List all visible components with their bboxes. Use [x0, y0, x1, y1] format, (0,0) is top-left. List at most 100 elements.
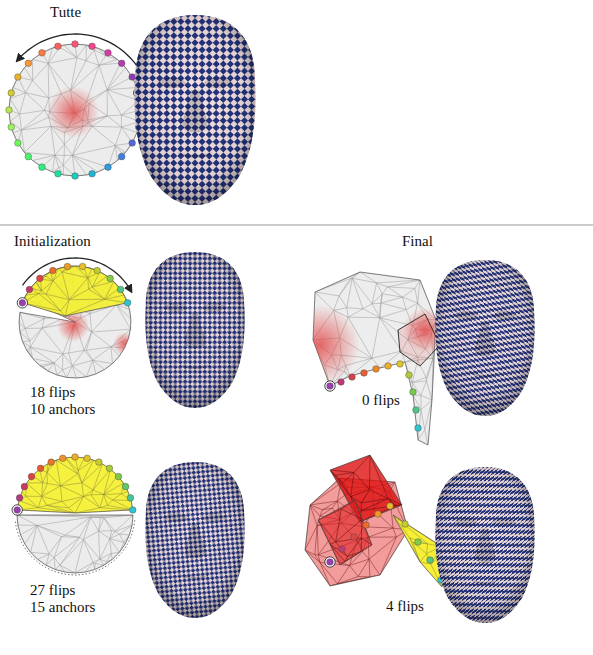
- nose-shadow: [475, 322, 495, 357]
- flip-count: 4 flips: [386, 598, 424, 615]
- boundary-vertex: [79, 263, 86, 270]
- mesh-face: [19, 266, 131, 378]
- boundary-vertex: [15, 140, 22, 147]
- boundary-vertex: [427, 557, 434, 564]
- boundary-vertex: [25, 60, 32, 67]
- face-shading: [135, 15, 256, 205]
- boundary-vertex: [19, 300, 26, 307]
- eye-shadow: [203, 77, 233, 88]
- boundary-vertex: [117, 286, 124, 293]
- boundary-vertex: [8, 124, 15, 131]
- boundary-vertex: [64, 263, 71, 270]
- boundary-vertex: [415, 425, 422, 432]
- boundary-vertex: [28, 473, 35, 480]
- boundary-vertex: [72, 173, 79, 180]
- boundary-vertex: [327, 559, 334, 566]
- face-render: [435, 260, 534, 416]
- boundary-vertex: [37, 275, 44, 282]
- eye-shadow: [454, 518, 479, 527]
- boundary-vertex: [413, 407, 420, 414]
- face-texture: [435, 260, 534, 416]
- boundary-vertex: [124, 300, 131, 307]
- eye-shadow: [492, 518, 517, 527]
- face-render: [145, 252, 244, 408]
- nose-shadow: [185, 524, 205, 559]
- anchor-count: 10 anchors: [30, 401, 95, 418]
- mesh-edges: [17, 515, 133, 573]
- boundary-vertex: [72, 454, 79, 461]
- panel-title: Tutte: [50, 4, 81, 21]
- boundary-vertex: [373, 366, 380, 373]
- overlap-outline: [398, 314, 440, 366]
- boundary-vertex: [122, 483, 129, 490]
- face-texture: [145, 462, 244, 618]
- face-texture: [435, 467, 534, 623]
- eye-shadow: [202, 513, 227, 522]
- boundary-vertex: [21, 483, 28, 490]
- boundary-vertex: [129, 507, 136, 514]
- boundary-vertex: [14, 507, 21, 514]
- mesh-outline: [9, 44, 141, 176]
- mesh-outline: [17, 457, 133, 513]
- mouth-shadow: [180, 574, 210, 579]
- boundary-vertex: [6, 107, 13, 114]
- init-disk: [17, 258, 137, 378]
- flip-count: 0 flips: [362, 392, 400, 409]
- flip-count: 18 flips: [30, 384, 75, 401]
- boundary-vertex: [385, 363, 392, 370]
- boundary-vertex: [8, 90, 15, 97]
- mesh-face: [17, 457, 133, 513]
- boundary-vertex: [105, 50, 112, 57]
- eye-shadow: [454, 311, 479, 320]
- mouth-shadow: [470, 372, 500, 377]
- mesh-outline: [17, 515, 133, 573]
- panel-title: Final: [402, 233, 433, 250]
- mesh-edges: [22, 266, 127, 316]
- boundary-vertex: [410, 389, 417, 396]
- face-shading: [145, 462, 244, 618]
- eye-shadow: [492, 311, 517, 320]
- nose-shadow: [185, 314, 205, 349]
- mesh-face: [17, 515, 133, 573]
- mesh-outline: [19, 266, 131, 378]
- boundary-vertex: [415, 539, 422, 546]
- eye-shadow: [202, 303, 227, 312]
- boundary-vertex: [48, 459, 55, 466]
- boundary-vertex: [339, 546, 346, 553]
- boundary-vertex: [402, 521, 409, 528]
- mesh-outline: [318, 500, 372, 565]
- boundary-vertex: [55, 43, 62, 50]
- anchor-count: 15 anchors: [30, 599, 95, 616]
- boundary-vertex: [129, 74, 136, 81]
- boundary-vertex: [127, 495, 134, 502]
- boundary-vertex: [105, 164, 112, 171]
- boundary-vertex: [349, 374, 356, 381]
- boundary-vertex: [115, 473, 122, 480]
- mouth-shadow: [180, 364, 210, 369]
- face-render: [435, 467, 534, 623]
- boundary-vertex: [89, 43, 96, 50]
- boundary-vertex: [16, 495, 23, 502]
- mesh-edges: [318, 500, 372, 565]
- boundary-vertex: [72, 41, 79, 48]
- distortion-glow: [47, 86, 99, 138]
- boundary-vertex: [363, 522, 370, 529]
- boundary-vertex: [89, 170, 96, 177]
- face-shading: [435, 260, 534, 416]
- mesh-outline: [22, 266, 127, 316]
- mesh-face: [9, 44, 141, 176]
- nose-shadow: [475, 529, 495, 564]
- face-texture: [145, 252, 244, 408]
- boundary-vertex: [361, 370, 368, 377]
- mesh-face: [318, 500, 372, 565]
- eye-shadow: [164, 303, 189, 312]
- boundary-vertex: [39, 164, 46, 171]
- boundary-vertex: [351, 534, 358, 541]
- anchor-ring: [17, 298, 27, 308]
- boundary-vertex: [15, 74, 22, 81]
- distortion-glow: [113, 332, 137, 356]
- flip-count: 27 flips: [30, 582, 75, 599]
- distortion-glow: [280, 305, 360, 385]
